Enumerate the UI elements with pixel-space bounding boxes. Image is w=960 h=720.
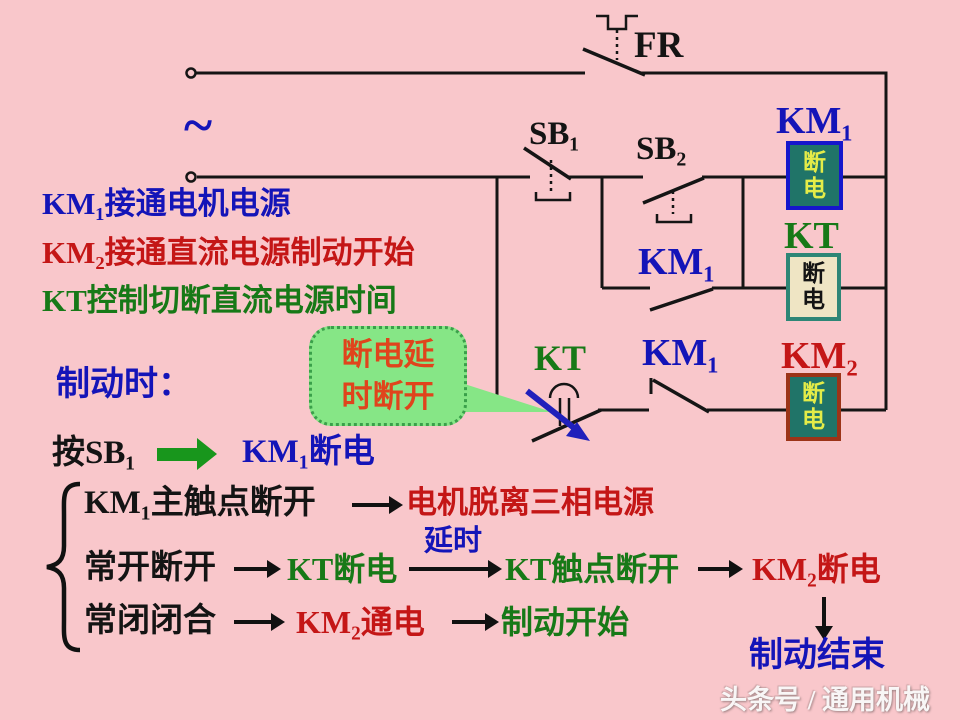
sb2-start-button xyxy=(642,176,705,224)
km2-coil-box: 断电 xyxy=(786,373,841,441)
kt-delay-contact xyxy=(531,382,602,443)
kt-coil-state: 断电 xyxy=(801,261,825,312)
kt-coil-label: KT xyxy=(784,215,839,257)
flow-branch-main: KM₁主触点断开 xyxy=(84,485,316,521)
watermark: 头条号 / 通用机械 xyxy=(720,685,931,715)
km2-coil-state: 断电 xyxy=(801,381,825,432)
main-rung-wire xyxy=(197,175,886,410)
flow-trigger-result: KM₁断电 xyxy=(242,434,375,470)
fr-thermal-contact xyxy=(582,14,646,77)
kt-contact-label: KT xyxy=(534,338,587,378)
km1-coil-box: 断电 xyxy=(786,141,843,210)
supply-top-wire xyxy=(191,71,888,410)
ac-supply-symbol: ~ xyxy=(184,95,213,155)
km2-coil-label: KM₂ xyxy=(781,335,858,377)
description-km1: KM₁接通电机电源 xyxy=(42,186,291,221)
arrow-nc-2 xyxy=(452,613,499,631)
supply-terminals xyxy=(185,67,197,183)
flow-branch-main-result: 电机脱离三相电源 xyxy=(406,485,654,520)
flow-delay-label: 延时 xyxy=(424,525,483,557)
flow-km2-on: KM₂通电 xyxy=(296,604,425,640)
branch-brace xyxy=(46,481,81,653)
callout-tail xyxy=(446,380,552,412)
delay-open-callout: 断电延 时断开 xyxy=(309,326,467,426)
km1-nc-contact xyxy=(649,378,710,414)
km1-nc-label: KM₁ xyxy=(642,332,719,374)
km1-aux-label: KM₁ xyxy=(638,241,715,283)
flow-kt-contact-open: KT触点断开 xyxy=(505,551,680,587)
flow-branch-no: 常开断开 xyxy=(84,550,216,586)
green-arrow xyxy=(157,438,217,470)
callout-pointer-arrow xyxy=(525,388,590,441)
callout-line2: 时断开 xyxy=(341,379,435,414)
flow-km2-off: KM₂断电 xyxy=(752,551,881,587)
arrow-no-2 xyxy=(698,560,743,578)
sb1-stop-button xyxy=(523,146,572,202)
fr-label: FR xyxy=(634,25,684,66)
braking-heading: 制动时： xyxy=(56,366,192,403)
arrow-delay xyxy=(409,560,502,578)
flow-braking-start: 制动开始 xyxy=(501,604,630,640)
flow-kt-off: KT断电 xyxy=(287,551,398,587)
arrow-nc-1 xyxy=(234,613,285,631)
km1-coil-label: KM₁ xyxy=(776,100,853,142)
flow-branch-nc: 常闭闭合 xyxy=(84,603,216,639)
sb1-label: SB₁ xyxy=(529,116,580,152)
arrow-main xyxy=(352,496,403,514)
arrow-no-1 xyxy=(234,560,281,578)
kt-coil-box: 断电 xyxy=(786,253,841,321)
flow-trigger: 按SB₁ xyxy=(52,435,136,471)
arrow-final-down xyxy=(815,597,833,640)
description-km2: KM₂接通直流电源制动开始 xyxy=(42,235,415,270)
callout-line1: 断电延 xyxy=(341,337,435,372)
sb2-label: SB₂ xyxy=(636,131,687,167)
description-kt: KT控制切断直流电源时间 xyxy=(42,283,397,318)
flow-braking-end: 制动结束 xyxy=(749,637,885,674)
km1-coil-state: 断电 xyxy=(802,149,826,201)
km1-aux-no-contact xyxy=(649,287,714,312)
